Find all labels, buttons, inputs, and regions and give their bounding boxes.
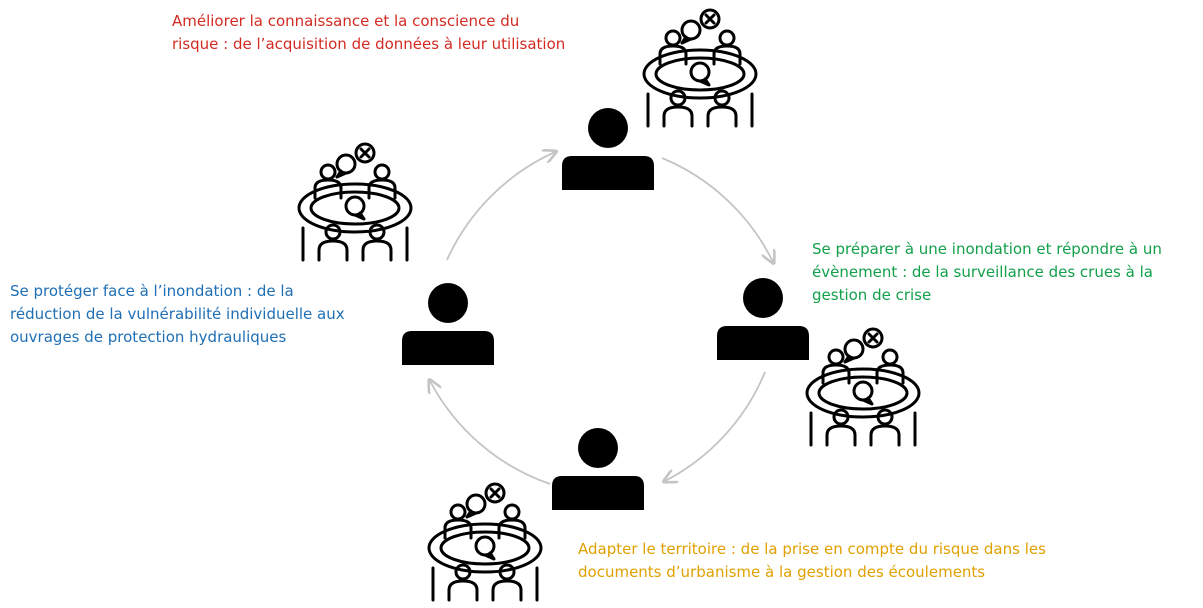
cycle-arrow-right-to-bottom: [665, 371, 766, 481]
cycle-arrow-left-to-top: [446, 152, 555, 261]
person-icon-left: [402, 283, 494, 365]
cycle-arrow-bottom-to-left: [430, 381, 551, 485]
person-icon-right: [717, 278, 809, 360]
person-icon-top: [562, 108, 654, 190]
label-flood-protection: Se protéger face à l’inondation : de la …: [10, 282, 345, 346]
meeting-table-icon-left: [297, 142, 413, 262]
meeting-table-icon-bottom: [427, 482, 543, 602]
label-territory-adaptation: Adapter le territoire : de la prise en c…: [578, 540, 1046, 581]
meeting-table-icon-top: [642, 8, 758, 128]
label-risk-knowledge: Améliorer la connaissance et la conscien…: [172, 12, 566, 53]
label-flood-preparedness: Se préparer à une inondation et répondre…: [812, 240, 1162, 304]
person-icon-bottom: [552, 428, 644, 510]
cycle-arrow-top-to-right: [661, 157, 773, 262]
meeting-table-icon-right: [805, 327, 921, 447]
